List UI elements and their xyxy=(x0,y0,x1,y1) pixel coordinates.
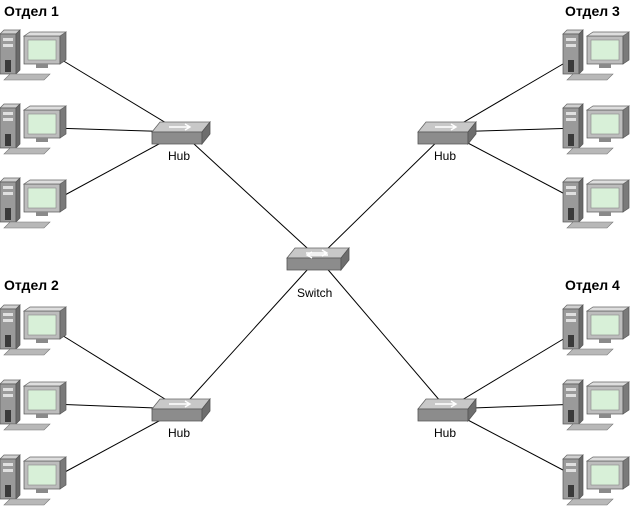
hub-4-icon xyxy=(417,397,477,423)
hub-label-2: Hub xyxy=(168,426,191,440)
dept2-link-1 xyxy=(51,328,182,410)
dept1-link-1 xyxy=(51,53,182,133)
computer-dept4-2 xyxy=(562,379,631,431)
dept3-link-1 xyxy=(446,53,581,133)
switch-label: Switch xyxy=(297,286,333,300)
department-label-1: Отдел 1 xyxy=(4,3,59,19)
hub-1-icon xyxy=(151,120,211,146)
computer-dept1-1 xyxy=(0,29,68,81)
computer-dept4-3 xyxy=(562,454,631,506)
hub-label-4: Hub xyxy=(434,426,457,440)
hub-2-icon xyxy=(151,397,211,423)
hub-label-3: Hub xyxy=(434,149,457,163)
computer-dept2-2 xyxy=(0,379,68,431)
computer-dept4-1 xyxy=(562,304,631,356)
computer-dept3-3 xyxy=(562,177,631,229)
link-switch-hub-2 xyxy=(180,257,319,410)
switch-icon xyxy=(286,246,350,272)
computer-dept1-2 xyxy=(0,103,68,155)
computer-dept2-1 xyxy=(0,304,68,356)
link-switch-hub-1 xyxy=(180,131,319,259)
hub-3-icon xyxy=(417,120,477,146)
computer-dept1-3 xyxy=(0,177,68,229)
dept4-link-1 xyxy=(446,328,581,410)
nodes-layer xyxy=(0,29,631,506)
computer-dept3-1 xyxy=(562,29,631,81)
dept4-link-3 xyxy=(446,408,581,480)
department-label-4: Отдел 4 xyxy=(565,277,620,293)
link-switch-hub-3 xyxy=(317,131,448,259)
department-label-2: Отдел 2 xyxy=(4,277,59,293)
hub-label-1: Hub xyxy=(168,149,191,163)
computer-dept2-3 xyxy=(0,454,68,506)
link-switch-hub-4 xyxy=(317,257,448,410)
dept3-link-3 xyxy=(446,131,581,203)
computer-dept3-2 xyxy=(562,103,631,155)
department-label-3: Отдел 3 xyxy=(565,3,620,19)
